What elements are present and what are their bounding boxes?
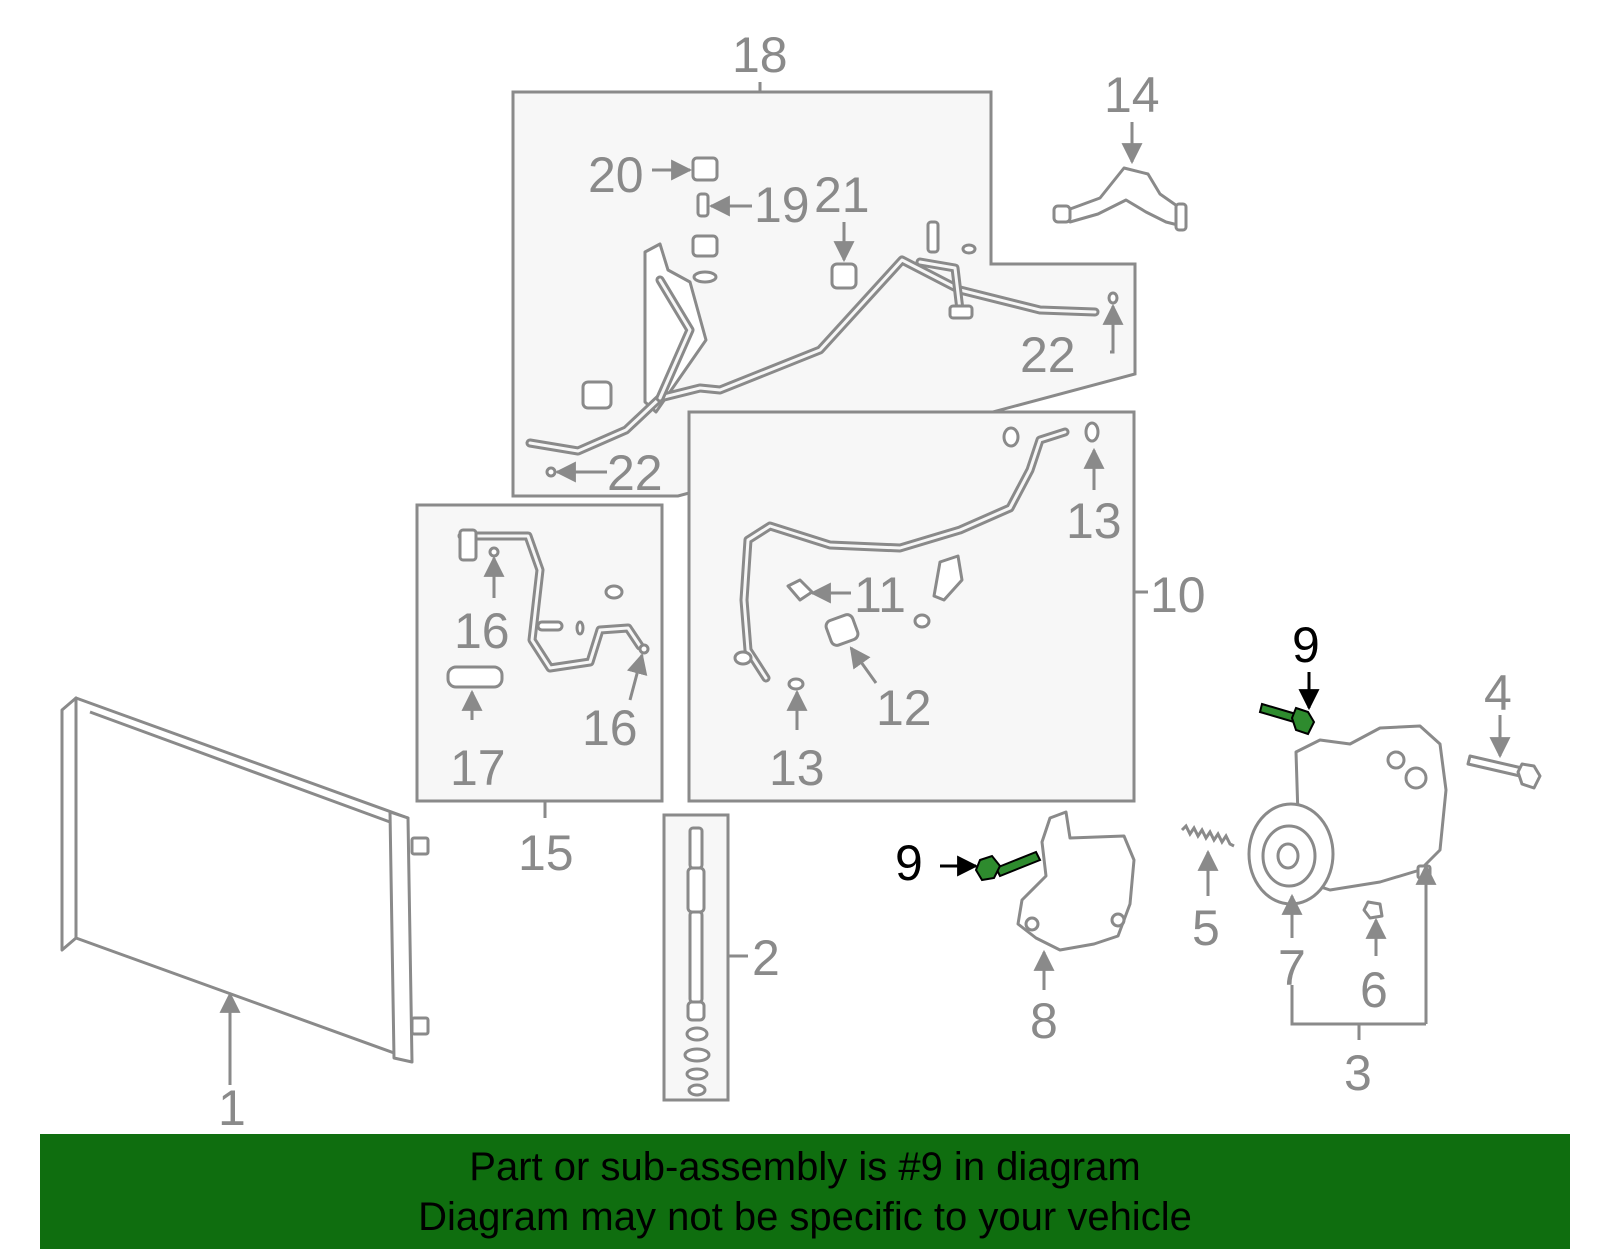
- callout-9-lower: 9: [895, 835, 923, 891]
- callout-3: 3: [1344, 1045, 1372, 1101]
- callout-21: 21: [814, 167, 870, 223]
- callout-13-upper: 13: [1066, 493, 1122, 549]
- cap-shape: [691, 234, 719, 258]
- banner-line-1: Part or sub-assembly is #9 in diagram: [469, 1145, 1141, 1189]
- callout-2: 2: [752, 930, 780, 986]
- spring-5-shape: [1180, 823, 1235, 848]
- callout-18: 18: [732, 27, 788, 83]
- switch-17-shape: [446, 665, 504, 689]
- fitting-shape: [581, 380, 613, 410]
- callout-8: 8: [1030, 993, 1058, 1049]
- pipe-14-shape: [1060, 166, 1184, 228]
- callout-12: 12: [876, 680, 932, 736]
- callout-16-right: 16: [582, 700, 638, 756]
- callout-16-left: 16: [454, 603, 510, 659]
- callout-14: 14: [1104, 67, 1160, 123]
- callout-6: 6: [1360, 962, 1388, 1018]
- bracket-8-shape: [1016, 810, 1136, 952]
- callout-19: 19: [754, 177, 810, 233]
- callout-1: 1: [218, 1080, 246, 1136]
- callout-4: 4: [1484, 665, 1512, 721]
- valve-19-shape: [696, 192, 710, 218]
- cap-20-shape: [691, 156, 719, 182]
- banner-line-2: Diagram may not be specific to your vehi…: [418, 1195, 1192, 1239]
- bolt-4-shape: [1466, 754, 1524, 778]
- callout-17: 17: [450, 740, 506, 796]
- callout-10: 10: [1150, 567, 1206, 623]
- condenser-1-shape: [74, 696, 410, 1060]
- callout-22-right: 22: [1020, 327, 1076, 383]
- callout-20: 20: [588, 147, 644, 203]
- callout-7: 7: [1278, 940, 1306, 996]
- bolt-9-upper-shape: [1258, 702, 1298, 724]
- callout-5: 5: [1192, 900, 1220, 956]
- seal-21-shape: [830, 262, 858, 290]
- callout-9-upper: 9: [1292, 617, 1320, 673]
- callout-13-lower: 13: [769, 740, 825, 796]
- callout-15: 15: [518, 825, 574, 881]
- callout-11: 11: [854, 567, 906, 623]
- callout-22-left: 22: [607, 445, 663, 501]
- info-banner: Part or sub-assembly is #9 in diagram Di…: [40, 1134, 1570, 1249]
- seal-12-shape: [824, 613, 860, 647]
- bolt-9-lower-shape: [994, 850, 1042, 878]
- box-10: [687, 410, 1136, 803]
